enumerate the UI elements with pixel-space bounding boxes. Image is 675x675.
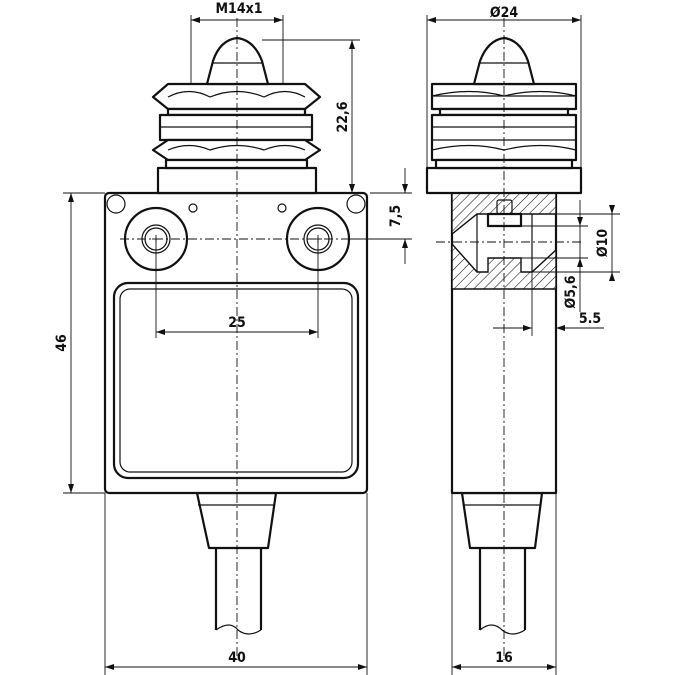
dim-plunger-height: 22,6 xyxy=(262,39,360,194)
side-view xyxy=(425,18,584,660)
front-nut-stack xyxy=(151,82,322,170)
dim-label-hole-offset: 7,5 xyxy=(388,205,404,227)
front-view xyxy=(103,18,369,660)
front-cover xyxy=(112,281,360,480)
dim-counterbore-diameter: Ø10 xyxy=(521,205,620,281)
dim-label-body-depth: 16 xyxy=(495,650,513,666)
dim-label-counterbore-diameter: Ø10 xyxy=(595,229,611,257)
dim-label-body-height: 46 xyxy=(54,334,70,352)
dim-hole-diameter: Ø5,6 xyxy=(488,200,588,312)
dim-label-body-width: 40 xyxy=(228,650,246,666)
dim-body-width: 40 xyxy=(104,493,368,675)
dim-label-thread: M14x1 xyxy=(216,1,263,17)
front-plunger xyxy=(205,36,270,86)
dim-hole-spacing: 25 xyxy=(155,239,319,338)
side-cable xyxy=(460,491,544,635)
dim-label-plunger-height: 22,6 xyxy=(335,101,351,132)
front-cable xyxy=(195,491,278,635)
dim-body-depth: 16 xyxy=(451,493,557,675)
dim-label-hole-spacing: 25 xyxy=(228,315,246,331)
dim-label-head-diameter: Ø24 xyxy=(490,5,518,21)
dim-head-diameter: Ø24 xyxy=(426,5,582,168)
dim-thread: M14x1 xyxy=(190,1,284,84)
dim-body-height: 46 xyxy=(54,192,105,494)
dim-label-counterbore-depth: 5.5 xyxy=(579,311,601,327)
dim-counterbore-depth: 5.5 xyxy=(493,272,604,336)
dim-label-hole-diameter: Ø5,6 xyxy=(563,275,579,308)
dim-hole-offset: 7,5 xyxy=(350,168,412,264)
